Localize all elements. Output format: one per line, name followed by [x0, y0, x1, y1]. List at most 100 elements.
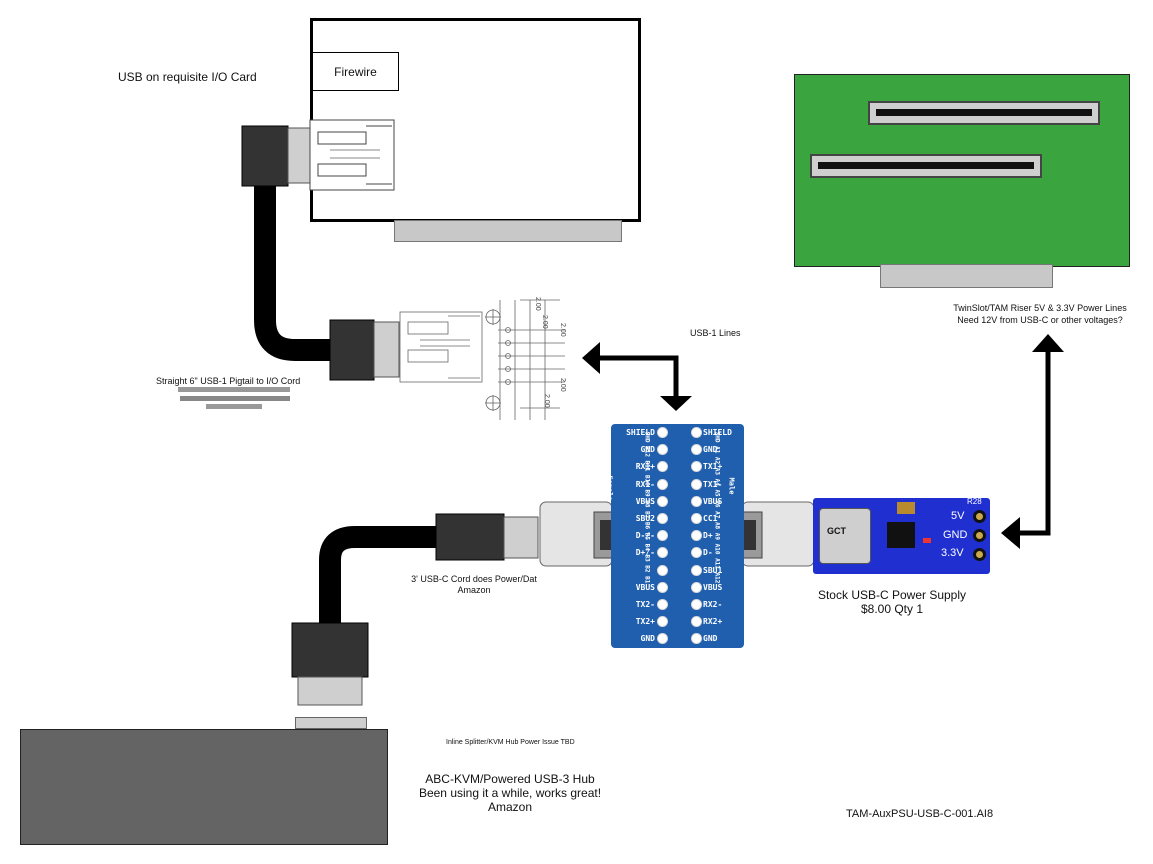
usb-c-cord — [319, 526, 440, 628]
psu-caption-line-1: Stock USB-C Power Supply — [817, 588, 967, 602]
usb-hub — [20, 729, 388, 845]
io-card-edge-connector — [394, 220, 622, 242]
board-pin-label-left: D+/- — [635, 548, 655, 558]
usbc-cord-caption-line-1: 3' USB-C Cord does Power/Dat — [411, 574, 537, 584]
board-side-male-label: Male — [727, 477, 736, 495]
file-name-label: TAM-AuxPSU-USB-C-001.AI8 — [846, 808, 994, 820]
riser-power-arrow — [1018, 352, 1051, 536]
board-pin-label-right: TX1- — [703, 479, 723, 489]
io-plug-body — [241, 125, 289, 187]
hub-plug-body — [291, 622, 369, 678]
board-pin-label-left: RX1+ — [635, 462, 655, 472]
psu-caption-line-2: $8.00 Qty 1 — [860, 602, 924, 616]
board-pin-label-right: SHIELD — [703, 428, 732, 437]
usbc-cord-plug-metal — [503, 516, 539, 559]
board-pin-label-right: SBU1 — [703, 565, 723, 575]
hub-caption: ABC-KVM/Powered USB-3 Hub Been using it … — [400, 772, 620, 814]
board-pin-right — [691, 564, 702, 576]
board-pin-right — [691, 616, 702, 628]
usb1-arrow-down-head — [660, 396, 692, 411]
psu-usbc-receptacle — [819, 508, 871, 564]
riser-slot-bottom — [810, 154, 1042, 178]
drawing-dim-4: 2.00 — [559, 378, 566, 392]
usb1-arrow-left-head — [582, 342, 600, 374]
board-pin-label-right: GND — [703, 634, 718, 644]
board-side-female-label: Female — [605, 475, 614, 501]
pigtail-plug-metal — [373, 321, 400, 378]
board-col-left-label: SHD B12 B11 B10 B9 B8 B7 B6 B5 B4 B3 B2 … — [643, 431, 651, 584]
board-pin-left — [657, 427, 668, 438]
usb1-lines-label: USB-1 Lines — [690, 328, 741, 338]
io-plug-metal — [287, 127, 313, 184]
board-pin-left — [657, 581, 668, 593]
inline-splitter-label: Inline Splitter/KVM Hub Power Issue TBD — [446, 739, 575, 746]
board-pin-right — [691, 444, 702, 456]
riser-caption-line-1: TwinSlot/TAM Riser 5V & 3.3V Power Lines — [953, 303, 1127, 313]
hub-caption-line-1: ABC-KVM/Powered USB-3 Hub — [425, 772, 595, 786]
firewire-label: Firewire — [334, 65, 377, 79]
board-pin-label-left: GND — [640, 634, 655, 644]
pigtail-bar-3 — [206, 404, 262, 409]
board-pin-label-right: D- — [703, 548, 713, 558]
board-pin-label-right: RX2+ — [703, 617, 723, 627]
drawing-dim-3: 2.00 — [534, 297, 541, 311]
psu-terminal-3v3 — [973, 548, 986, 561]
riser-arrow-up-head — [1032, 334, 1064, 352]
usbc-cord-caption-line-2: Amazon — [457, 585, 491, 595]
drawing-dim-2: 2.00 — [559, 323, 566, 337]
hub-caption-line-3: Amazon — [487, 800, 533, 814]
board-pin-right — [691, 633, 702, 645]
psu-caption: Stock USB-C Power Supply $8.00 Qty 1 — [812, 588, 972, 616]
psu-capacitor — [897, 502, 915, 514]
board-pin-left — [657, 513, 668, 524]
usb-io-card-label: USB on requisite I/O Card — [118, 70, 257, 84]
board-pin-label-right: GND — [703, 445, 718, 455]
usb-c-power-supply-board: GCT R28 5V GND 3.3V — [813, 497, 990, 574]
board-pin-label-left: TX2- — [635, 600, 655, 609]
hub-port — [295, 717, 367, 729]
board-pin-left — [657, 530, 668, 542]
board-pin-label-right: CC1 — [703, 514, 718, 523]
psu-terminal-gnd — [973, 529, 986, 542]
board-pin-right — [691, 495, 702, 507]
board-pin-label-right: VBUS — [703, 496, 723, 506]
usb1-pigtail-cable — [254, 180, 335, 361]
hub-caption-line-2: Been using it a while, works great! — [418, 786, 602, 800]
psu-terminal-5v-label: 5V — [951, 510, 965, 522]
pigtail-label: Straight 6" USB-1 Pigtail to I/O Cord — [156, 376, 301, 386]
hub-plug-metal — [297, 676, 363, 706]
board-pin-label-right: TX1+ — [703, 462, 723, 472]
board-pin-right — [691, 478, 702, 490]
board-cc2-label: CC2/VCONN — [603, 589, 612, 627]
board-pin-left — [657, 616, 668, 628]
psu-r28-label: R28 — [967, 497, 982, 506]
board-pin-right — [691, 599, 702, 610]
psu-terminal-5v — [973, 510, 986, 523]
io-usb-receptacle — [309, 119, 395, 191]
psu-led — [923, 538, 931, 543]
firewire-port: Firewire — [312, 52, 399, 91]
board-pin-right — [691, 547, 702, 559]
board-pin-left — [657, 478, 668, 490]
board-col-right-label: SHD A1 A2 A3 A4 A5 A6 A7 A8 A9 A10 A11 A… — [713, 431, 721, 584]
board-pin-left — [657, 599, 668, 610]
board-pin-right — [691, 581, 702, 593]
board-pin-label-left: SBU2 — [635, 514, 655, 523]
psu-terminal-gnd-label: GND — [943, 529, 968, 541]
board-pin-label-left: TX2+ — [635, 617, 655, 627]
usbc-cord-caption: 3' USB-C Cord does Power/Dat Amazon — [394, 574, 554, 596]
board-pin-label-right: D+ — [703, 531, 713, 541]
riser-arrow-left-head — [1001, 517, 1020, 549]
board-pin-label-left: VBUS — [635, 496, 655, 506]
usbc-cord-plug-body — [435, 513, 505, 561]
pigtail-bar-2 — [180, 396, 290, 401]
usb1-lines-arrow — [600, 355, 679, 398]
riser-caption: TwinSlot/TAM Riser 5V & 3.3V Power Lines… — [930, 302, 1150, 326]
pigtail-plug-body — [329, 319, 375, 381]
psu-terminal-3v3-label: 3.3V — [941, 547, 964, 559]
drawing-dim-5: 2.00 — [543, 394, 550, 408]
psu-chip-code: GCT — [827, 526, 846, 536]
pigtail-bar-1 — [178, 387, 290, 392]
